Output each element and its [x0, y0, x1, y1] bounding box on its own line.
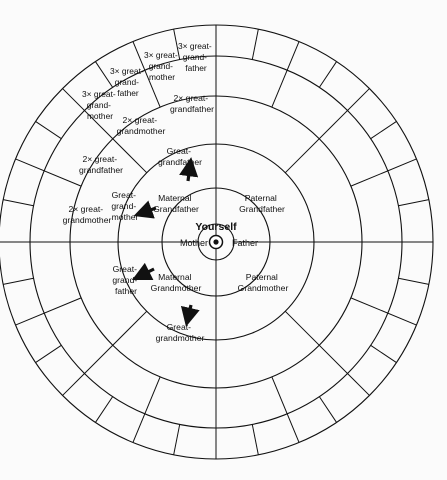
three-x-great-grandfather-b-label: 3× great- grand- father — [110, 66, 146, 98]
spoke-line — [251, 424, 259, 455]
spoke-line — [15, 158, 82, 187]
spoke-line — [284, 88, 370, 174]
spoke-line — [318, 396, 337, 423]
maternal-grandfather-label: Maternal Grandfather — [153, 193, 199, 214]
spoke-line — [271, 376, 300, 443]
great-grandfather-top-label: Great- grandfather — [158, 146, 202, 167]
center-dot — [213, 239, 219, 245]
spoke-line — [132, 41, 161, 108]
three-x-great-grandmother-b-label: 3× great- grand- mother — [82, 89, 118, 121]
spoke-line — [318, 61, 337, 88]
spoke-line — [95, 61, 114, 88]
spoke-line — [370, 121, 397, 140]
spoke-line — [251, 29, 259, 60]
arrow-up-icon — [179, 157, 199, 182]
spoke-line — [398, 277, 429, 285]
yourself-label: Yourself — [195, 221, 237, 233]
spoke-line — [370, 344, 397, 363]
spoke-line — [35, 121, 62, 140]
father-label: Father — [232, 238, 258, 248]
three-x-great-grandfather-a-label: 3× great- grand- father — [178, 41, 214, 73]
spoke-line — [350, 158, 417, 187]
great-grandfather-left-label: Great- grand- father — [112, 264, 139, 296]
spoke-line — [173, 29, 181, 60]
spoke-line — [132, 376, 161, 443]
two-x-great-grandmother-top-label: 2× great- grandmother — [117, 115, 166, 136]
spoke-line — [271, 41, 300, 108]
spoke-line — [35, 344, 62, 363]
spoke-line — [173, 424, 181, 455]
two-x-great-grandfather-top-label: 2× great- grandfather — [170, 93, 214, 114]
spoke-line — [350, 297, 417, 326]
spoke-line — [62, 88, 148, 174]
great-grandmother-left-label: Great- grand- mother — [111, 190, 138, 222]
great-grandmother-bottom-label: Great- grandmother — [156, 322, 205, 343]
paternal-grandmother-label: Paternal Grandmother — [238, 272, 289, 293]
spoke-line — [15, 297, 82, 326]
mother-label: Mother — [180, 238, 208, 248]
two-x-great-grandmother-left-label: 2× great- grandmother — [63, 204, 112, 225]
spoke-line — [62, 310, 148, 396]
arrow-left-up-icon — [133, 200, 157, 219]
spoke-line — [398, 199, 429, 207]
spoke-line — [284, 310, 370, 396]
arrow-left-down-icon — [131, 262, 155, 281]
spoke-line — [3, 199, 34, 207]
spoke-line — [95, 396, 114, 423]
paternal-grandfather-label: Paternal Grandfather — [239, 193, 285, 214]
three-x-great-grandmother-a-label: 3× great- grand- mother — [144, 50, 180, 82]
spoke-lines — [0, 25, 433, 459]
arrow-down-icon — [180, 304, 200, 327]
spoke-line — [3, 277, 34, 285]
maternal-grandmother-label: Maternal Grandmother — [151, 272, 202, 293]
two-x-great-grandfather-left-label: 2× great- grandfather — [79, 154, 123, 175]
